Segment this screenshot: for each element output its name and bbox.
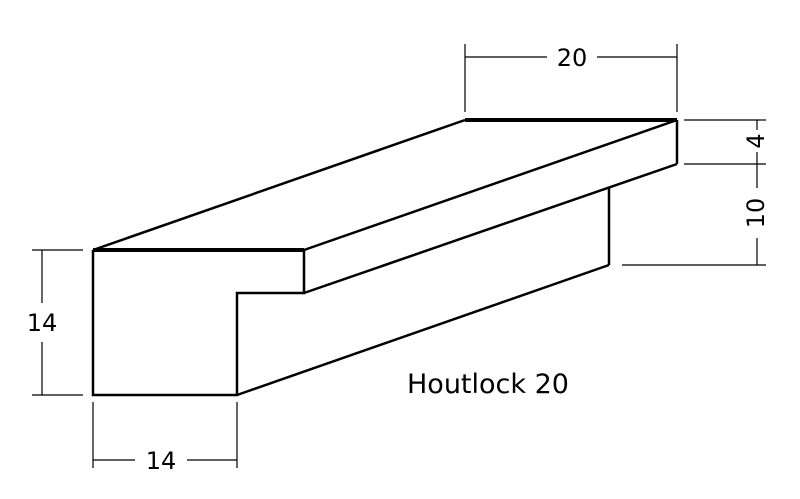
dimension-front-height: 14 <box>27 249 83 396</box>
top-face-back-edge <box>92 118 466 252</box>
front-width-label: 14 <box>146 447 177 475</box>
dimension-rebate-height: 10 <box>622 164 770 266</box>
front-height-label: 14 <box>27 309 58 337</box>
lip-bottom-edge <box>303 162 678 295</box>
rebate-height-label: 10 <box>742 198 770 229</box>
product-name: Houtlock 20 <box>407 369 569 400</box>
dimension-front-width: 14 <box>92 402 238 475</box>
top-face-front-edge <box>303 118 678 252</box>
lip-height-label: 4 <box>742 133 770 148</box>
front-face-outline <box>91 250 306 397</box>
top-width-label: 20 <box>557 44 588 72</box>
profile-shape <box>91 118 679 397</box>
dimension-lip-height: 4 <box>684 119 770 165</box>
bottom-edge <box>236 263 610 397</box>
dimension-top-width: 20 <box>464 44 678 112</box>
